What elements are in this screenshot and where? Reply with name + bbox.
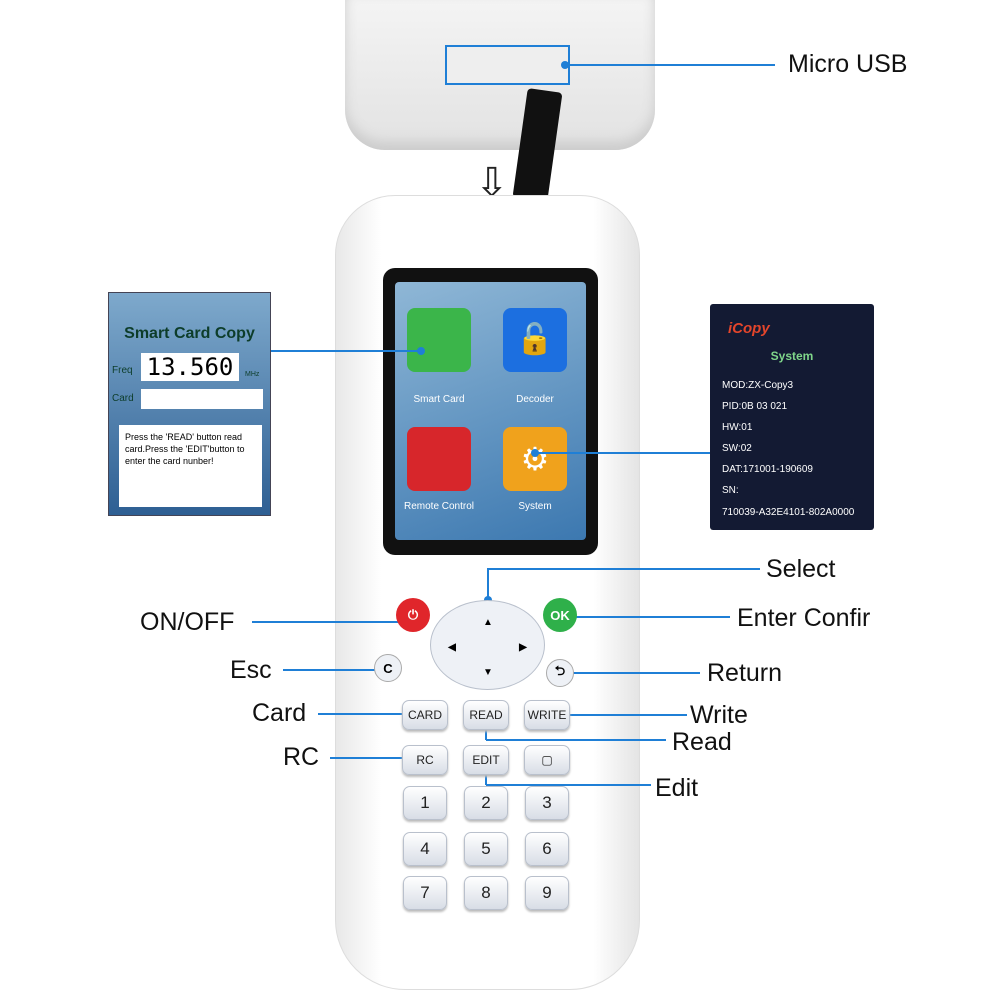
app-label: Remote Control — [403, 501, 475, 512]
card-field — [141, 389, 263, 409]
key-1[interactable]: 1 — [403, 786, 447, 820]
label-esc: Esc — [230, 656, 272, 684]
freq-value: 13.560 — [141, 353, 239, 381]
ok-button[interactable]: OK — [543, 598, 577, 632]
system-screen: iCopy System MOD:ZX-Copy3 PID:0B 03 021 … — [710, 304, 874, 530]
key-4[interactable]: 4 — [403, 832, 447, 866]
info-line: SW:02 — [722, 443, 752, 454]
info-line: 710039-A32E4101-802A0000 — [722, 507, 855, 518]
label-return: Return — [707, 659, 783, 687]
info-line: SN: — [722, 485, 739, 496]
label-edit: Edit — [655, 774, 699, 802]
info-line: HW:01 — [722, 422, 753, 433]
info-line: MOD:ZX-Copy3 — [722, 380, 794, 391]
up-button[interactable]: ▲ — [483, 616, 493, 628]
esc-button[interactable]: C — [374, 654, 402, 682]
info-line: DAT:171001-190609 — [722, 464, 813, 475]
card-button[interactable]: CARD — [402, 700, 448, 730]
label-on-off: ON/OFF — [140, 608, 235, 636]
left-button[interactable]: ◀ — [448, 641, 456, 653]
label-rc: RC — [283, 743, 320, 771]
freq-label: Freq — [112, 365, 133, 376]
app-label: Decoder — [516, 394, 554, 405]
key-9[interactable]: 9 — [525, 876, 569, 910]
label-select: Select — [766, 555, 836, 583]
right-button[interactable]: ▶ — [519, 641, 527, 653]
title: System — [770, 349, 814, 363]
power-button[interactable]: ⏻ — [396, 598, 430, 632]
edit-button[interactable]: EDIT — [463, 745, 509, 775]
micro-usb-port — [445, 45, 570, 85]
app-label: System — [518, 501, 552, 512]
app-smart-card-icon[interactable] — [407, 308, 471, 372]
label-read: Read — [672, 728, 732, 756]
label-card: Card — [252, 699, 307, 727]
brand-logo: iCopy — [728, 320, 770, 337]
info-line: PID:0B 03 021 — [722, 401, 788, 412]
return-button[interactable]: ⮌ — [546, 659, 574, 687]
label-write: Write — [690, 701, 748, 729]
app-system-icon[interactable]: ⚙ — [503, 427, 567, 491]
screen-menu: Smart Card 🔓 Decoder Remote Control ⚙ Sy… — [395, 282, 586, 540]
label-enter-confirm: Enter Confir — [737, 604, 871, 632]
card-label: Card — [112, 393, 134, 404]
key-3[interactable]: 3 — [525, 786, 569, 820]
rc-button[interactable]: RC — [402, 745, 448, 775]
key-8[interactable]: 8 — [464, 876, 508, 910]
app-decoder-icon[interactable]: 🔓 — [503, 308, 567, 372]
write-button[interactable]: WRITE — [524, 700, 570, 730]
key-5[interactable]: 5 — [464, 832, 508, 866]
blank-button[interactable]: ▢ — [524, 745, 570, 775]
read-button[interactable]: READ — [463, 700, 509, 730]
key-7[interactable]: 7 — [403, 876, 447, 910]
unit: MHz — [245, 371, 260, 378]
dpad — [430, 600, 545, 690]
app-label: Smart Card — [413, 394, 465, 405]
title: Smart Card Copy — [124, 325, 255, 342]
key-2[interactable]: 2 — [464, 786, 508, 820]
smart-card-copy-screen: Smart Card Copy Freq 13.560 MHz Card Pre… — [108, 292, 271, 516]
app-remote-control-icon[interactable] — [407, 427, 471, 491]
label-micro-usb: Micro USB — [788, 50, 908, 78]
down-button[interactable]: ▼ — [483, 666, 493, 678]
message: Press the 'READ' button read card.Press … — [119, 425, 262, 507]
key-6[interactable]: 6 — [525, 832, 569, 866]
